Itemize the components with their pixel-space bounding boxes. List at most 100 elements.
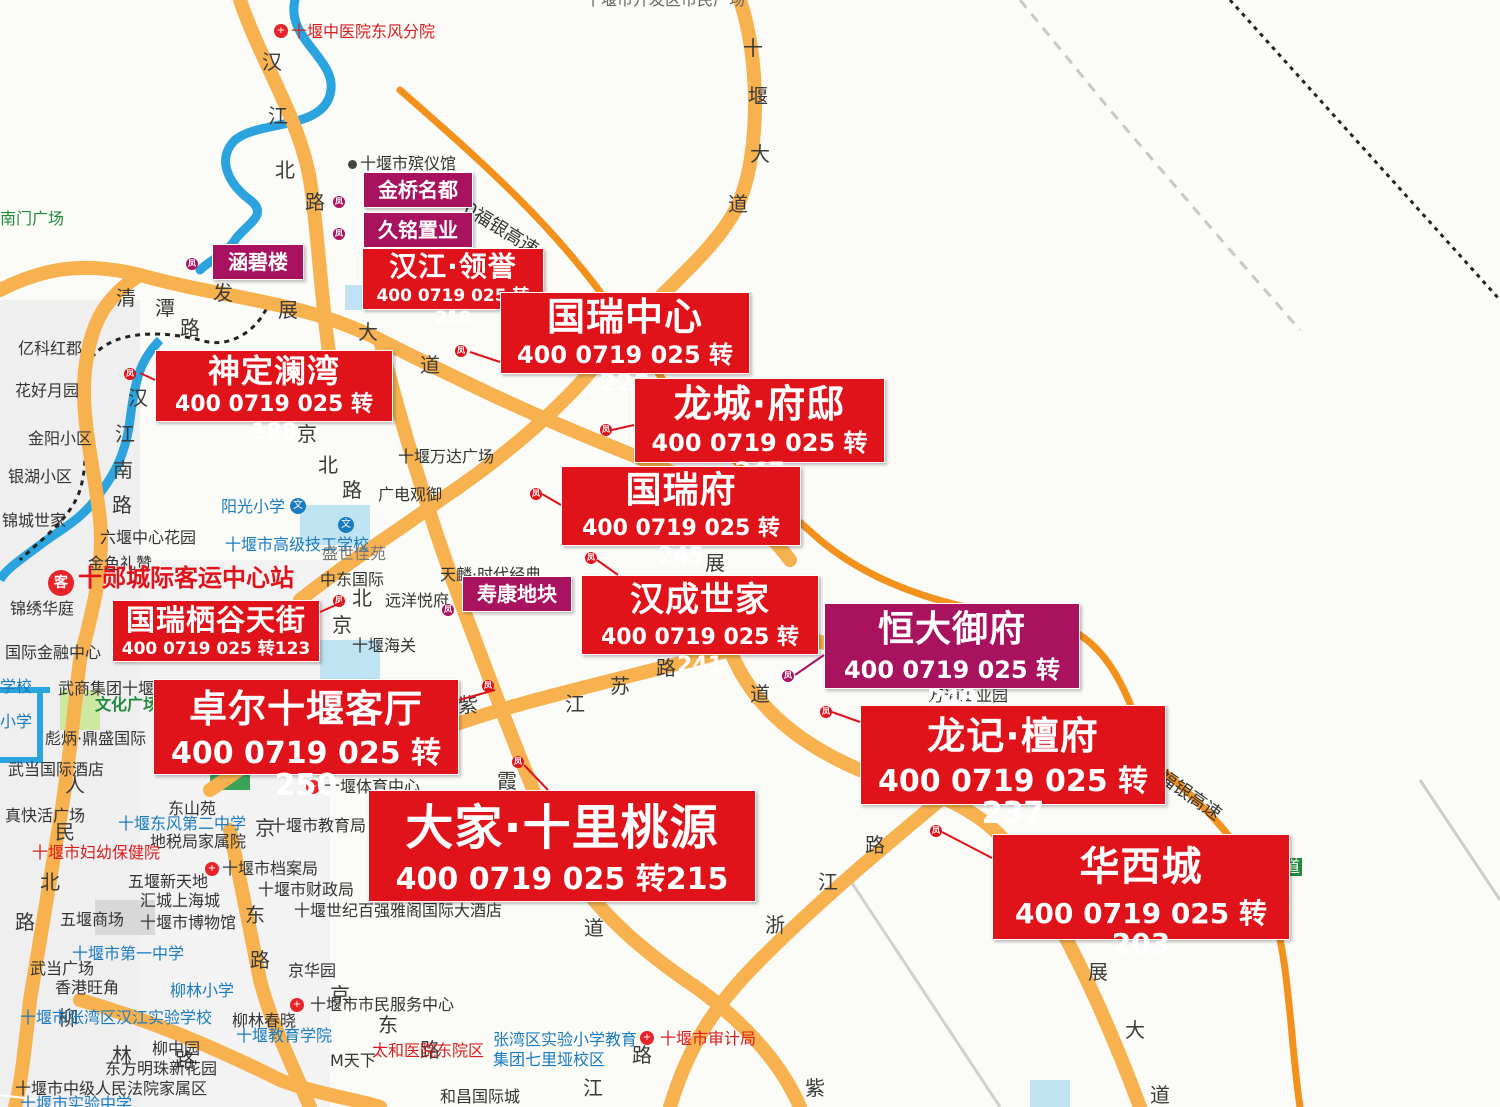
poi-label[interactable]: 十堰市中级人民法院家属区: [15, 1079, 208, 1098]
road-char: 柳: [58, 1006, 78, 1030]
landmark-icon: +: [306, 780, 320, 794]
poi-label[interactable]: 武当国际酒店: [8, 760, 105, 779]
poi-label[interactable]: 万通工业园: [928, 686, 1009, 705]
poi-label[interactable]: 十堰市殡仪馆: [360, 154, 457, 173]
poi-label[interactable]: 学校: [0, 677, 33, 696]
poi-label[interactable]: 六堰中心花园: [100, 528, 197, 547]
project-tag-hanbilou[interactable]: 涵碧楼: [212, 244, 304, 280]
poi-label[interactable]: 文化广场: [95, 695, 160, 714]
poi-label[interactable]: 张湾区实验小学教育集团七里垭校区: [493, 1030, 638, 1069]
poi-label[interactable]: 南门广场: [0, 209, 65, 228]
poi-label[interactable]: 远洋悦府: [385, 591, 450, 610]
poi-label[interactable]: 十堰市博物馆: [140, 913, 237, 932]
poi-label[interactable]: 五堰新天地: [128, 872, 209, 891]
poi-label[interactable]: 彪炳·鼎盛国际: [45, 729, 147, 748]
project-card-shending[interactable]: 神定澜湾 400 0719 025 转188: [155, 350, 393, 445]
poi-label[interactable]: 十堰万达广场: [398, 447, 495, 466]
road-char: 林: [112, 1043, 132, 1067]
poi-label[interactable]: 十堰市高级技工学校: [225, 535, 370, 554]
project-name: 国瑞府: [625, 470, 737, 511]
road-char: 浙: [765, 913, 785, 937]
project-pin-icon: 凤: [482, 680, 494, 692]
road-char: 十: [743, 36, 763, 60]
project-tag-jiuming[interactable]: 久铭置业: [363, 212, 473, 248]
poi-label[interactable]: 十堰东风第二中学: [118, 814, 247, 833]
poi-label[interactable]: 小学: [0, 712, 33, 731]
project-card-hanjiang[interactable]: 汉江·领誉 400 0719 025 转210: [362, 248, 544, 328]
poi-label[interactable]: 真快活广场: [5, 806, 86, 825]
poi-label[interactable]: 十堰教育学院: [236, 1026, 333, 1045]
project-phone: 400 0719 025 转248: [843, 656, 1061, 712]
road-char: 发: [213, 281, 233, 305]
poi-label[interactable]: 锦城世家: [2, 511, 67, 530]
road-char: 江: [818, 870, 838, 894]
poi-label[interactable]: 银湖小区: [8, 467, 73, 486]
project-pin-icon: 凤: [820, 706, 832, 718]
poi-label[interactable]: M天下: [330, 1051, 376, 1070]
poi-label[interactable]: 柳林小学: [170, 981, 235, 1000]
project-card-guorui-qigu[interactable]: 国瑞栖谷天街 400 0719 025 转123: [112, 600, 320, 662]
poi-label[interactable]: 锦绣华庭: [10, 599, 75, 618]
poi-label[interactable]: 十堰市张湾区汉江实验学校: [20, 1008, 213, 1027]
poi-label[interactable]: 香港旺角: [55, 978, 120, 997]
road-char: 堰: [748, 84, 768, 108]
project-tag-shoukang[interactable]: 寿康地块: [462, 576, 572, 612]
poi-label[interactable]: 柳中园: [152, 1039, 201, 1058]
project-card-longji[interactable]: 龙记·檀府 400 0719 025 转237: [860, 705, 1166, 830]
project-name: 龙城·府邸: [673, 382, 846, 426]
project-card-hengda[interactable]: 恒大御府 400 0719 025 转248: [824, 603, 1080, 712]
project-card-guorui-center[interactable]: 国瑞中心 400 0719 025 转225: [500, 292, 750, 397]
landmark-icon: +: [290, 998, 304, 1012]
project-name: 卓尔十堰客厅: [188, 687, 423, 731]
project-pin-icon: 凤: [442, 604, 454, 616]
poi-label[interactable]: 十堰世纪百强雅阁国际大酒店: [294, 901, 503, 920]
poi-label[interactable]: 花好月园: [15, 381, 80, 400]
station-label[interactable]: 十郧城际客运中心站: [78, 564, 294, 592]
poi-label[interactable]: 金阳小区: [28, 429, 93, 448]
poi-label[interactable]: 柳林春晓: [232, 1011, 297, 1030]
project-tag-jinqiao[interactable]: 金桥名都: [363, 172, 473, 208]
poi-label[interactable]: 十堰市财政局: [258, 880, 355, 899]
poi-label[interactable]: 十堰市教育局: [270, 816, 367, 835]
project-name: 华西城: [1079, 844, 1203, 890]
poi-label[interactable]: 五堰商场: [60, 910, 125, 929]
project-card-hancheng[interactable]: 汉成世家 400 0719 025 转241: [581, 575, 819, 678]
project-card-huaxi[interactable]: 华西城 400 0719 025 转203: [992, 834, 1290, 959]
project-phone: 400 0719 025 转237: [877, 764, 1149, 831]
poi-label[interactable]: 亿科红郡: [18, 339, 83, 358]
road-char: 潭: [155, 296, 175, 320]
poi-label[interactable]: 阳光小学: [221, 497, 286, 516]
poi-label[interactable]: 十堰市市民服务中心: [310, 995, 455, 1014]
poi-label[interactable]: 京华园: [288, 961, 337, 980]
poi-label[interactable]: 十堰中医院东风分院: [291, 22, 436, 41]
poi-label[interactable]: 十堰海关: [352, 636, 417, 655]
poi-label[interactable]: 国际金融中心: [5, 643, 102, 662]
poi-label[interactable]: 汇城上海城: [140, 891, 221, 910]
project-card-longcheng[interactable]: 龙城·府邸 400 0719 025 转247: [634, 378, 885, 485]
road-char: 京: [330, 983, 350, 1007]
road-char: 大: [1125, 1018, 1145, 1042]
poi-label[interactable]: 金色礼赞: [88, 554, 153, 573]
project-card-guorui-fu[interactable]: 国瑞府 400 0719 025 转245: [561, 466, 801, 569]
poi-label[interactable]: 中东国际: [320, 570, 385, 589]
poi-label[interactable]: 东山苑: [168, 799, 217, 818]
poi-label[interactable]: 武当广场: [30, 959, 95, 978]
project-card-dajia[interactable]: 大家·十里桃源 400 0719 025 转215: [368, 790, 756, 902]
poi-label[interactable]: 十堰市第一中学: [72, 944, 185, 963]
poi-label[interactable]: 地税局家属院: [150, 832, 247, 851]
poi-label[interactable]: 武商集团十堰: [58, 679, 155, 698]
poi-label[interactable]: 十堰市实验中学: [20, 1094, 133, 1107]
poi-label[interactable]: 和昌国际城: [440, 1087, 521, 1106]
poi-label[interactable]: 太和医院东院区: [372, 1041, 485, 1060]
poi-label[interactable]: 十堰市妇幼保健院: [32, 843, 161, 862]
project-card-zhuoer[interactable]: 卓尔十堰客厅 400 0719 025 转250: [153, 679, 459, 802]
project-pin-icon: 凤: [124, 368, 136, 380]
road-char: 大: [358, 320, 378, 344]
poi-label[interactable]: 十堰市审计局: [660, 1029, 757, 1048]
road-char: 路: [250, 948, 270, 972]
poi-label[interactable]: 十堰市档案局: [222, 859, 319, 878]
poi-label[interactable]: 盛世佳苑: [322, 544, 387, 563]
poi-label[interactable]: 东方明珠新花园: [105, 1059, 218, 1078]
poi-label[interactable]: 广电观御: [378, 485, 443, 504]
